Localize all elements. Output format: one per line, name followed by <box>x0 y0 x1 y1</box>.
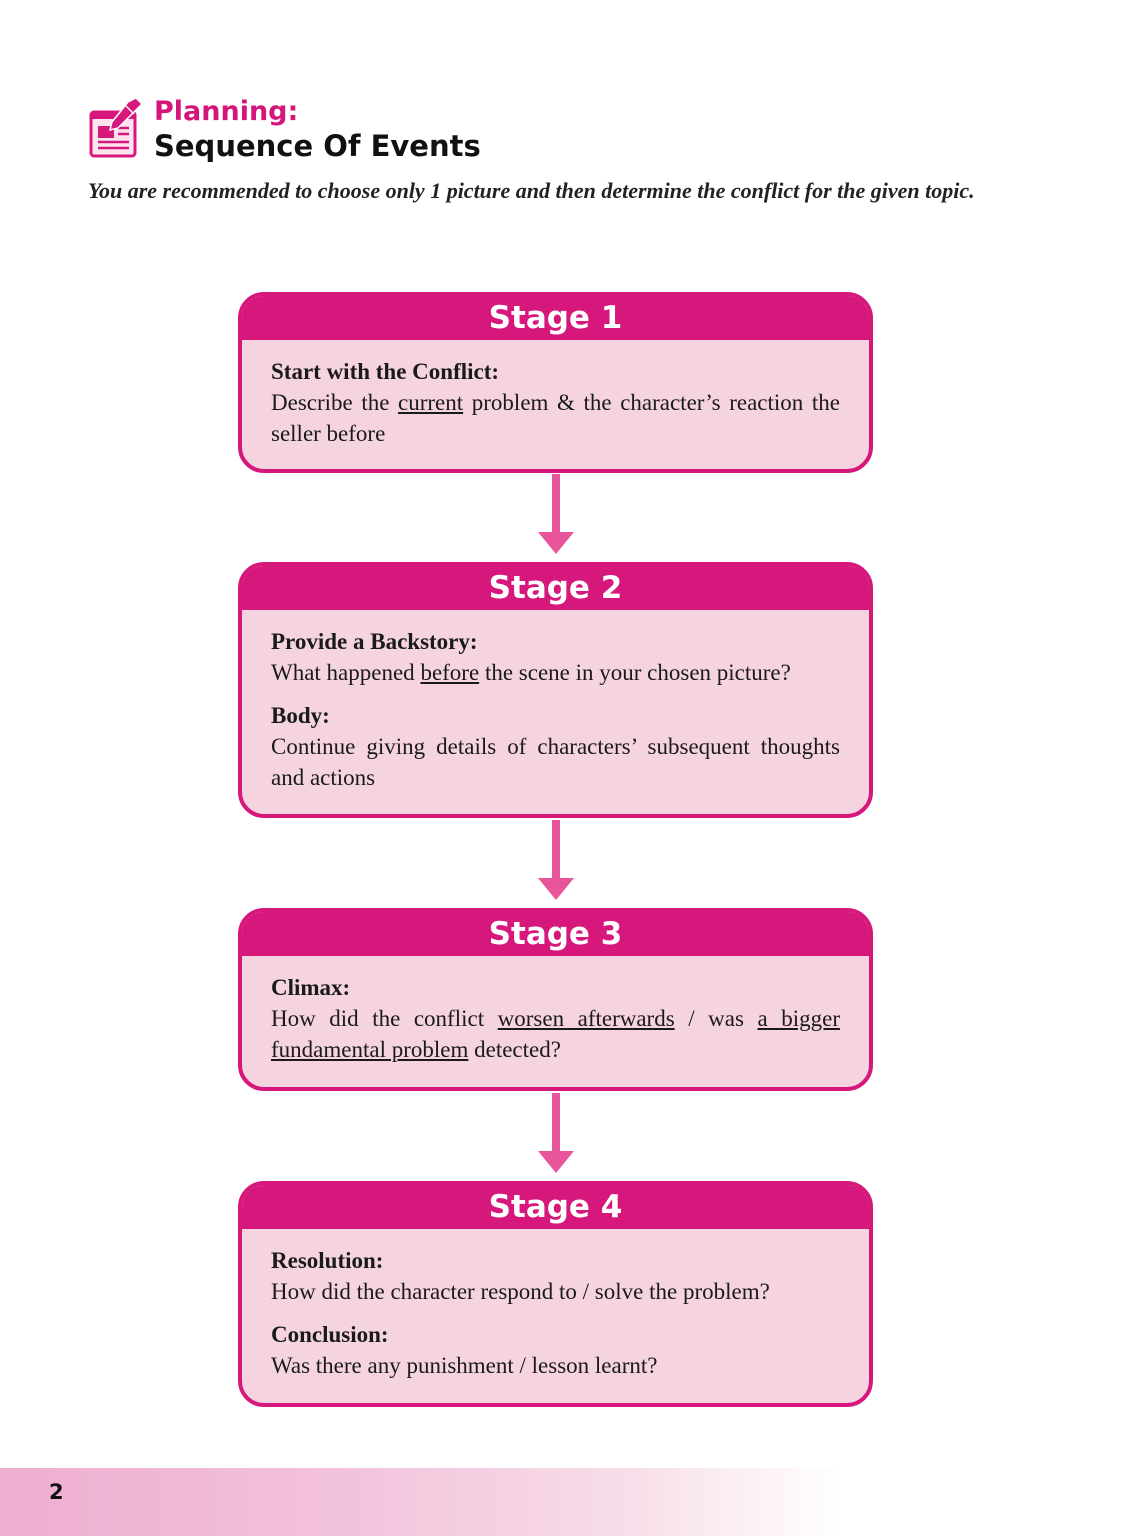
arrow-down-icon <box>538 820 574 900</box>
section-text: How did the conflict worsen afterwards /… <box>271 1006 840 1062</box>
section-text: What happened before the scene in your c… <box>271 660 791 685</box>
intro-instruction: You are recommended to choose only 1 pic… <box>88 178 975 203</box>
stage-4-content: Resolution: How did the character respon… <box>242 1229 869 1381</box>
section-heading: Conclusion: <box>271 1322 389 1347</box>
section-heading: Resolution: <box>271 1248 384 1273</box>
underlined-term: a bigger fundamental problem <box>271 1006 840 1062</box>
arrow-down-icon <box>538 474 574 554</box>
stage-1-box: Stage 1 Start with the Conflict: Describ… <box>238 292 873 473</box>
stage-2-box: Stage 2 Provide a Backstory: What happen… <box>238 562 873 818</box>
arrow-down-icon <box>538 1093 574 1173</box>
stage-4-box: Stage 4 Resolution: How did the characte… <box>238 1181 873 1407</box>
section-text: Describe the current problem & the chara… <box>271 390 840 446</box>
section-heading: Start with the Conflict: <box>271 359 500 384</box>
stage-4-title: Stage 4 <box>242 1185 869 1229</box>
underlined-term: worsen afterwards <box>497 1006 675 1031</box>
stage-1-title: Stage 1 <box>242 296 869 340</box>
section-text: Was there any punishment / lesson learnt… <box>271 1353 658 1378</box>
underlined-term: current <box>398 390 464 415</box>
page-title-sequence: Sequence Of Events <box>154 129 481 163</box>
section-text: Continue giving details of characters’ s… <box>271 734 840 790</box>
page-number: 2 <box>49 1480 64 1504</box>
stage-2-title: Stage 2 <box>242 566 869 610</box>
footer-band <box>0 1468 1123 1536</box>
section-heading: Body: <box>271 703 330 728</box>
page-title-planning: Planning: <box>154 96 299 127</box>
planning-notepad-icon <box>89 98 144 158</box>
stage-3-title: Stage 3 <box>242 912 869 956</box>
stage-3-content: Climax: How did the conflict worsen afte… <box>242 956 869 1065</box>
stage-3-box: Stage 3 Climax: How did the conflict wor… <box>238 908 873 1091</box>
section-heading: Climax: <box>271 975 351 1000</box>
section-text: How did the character respond to / solve… <box>271 1279 770 1304</box>
section-heading: Provide a Backstory: <box>271 629 478 654</box>
stage-1-content: Start with the Conflict: Describe the cu… <box>242 340 869 449</box>
stage-2-content: Provide a Backstory: What happened befor… <box>242 610 869 793</box>
underlined-term: before <box>420 660 480 685</box>
